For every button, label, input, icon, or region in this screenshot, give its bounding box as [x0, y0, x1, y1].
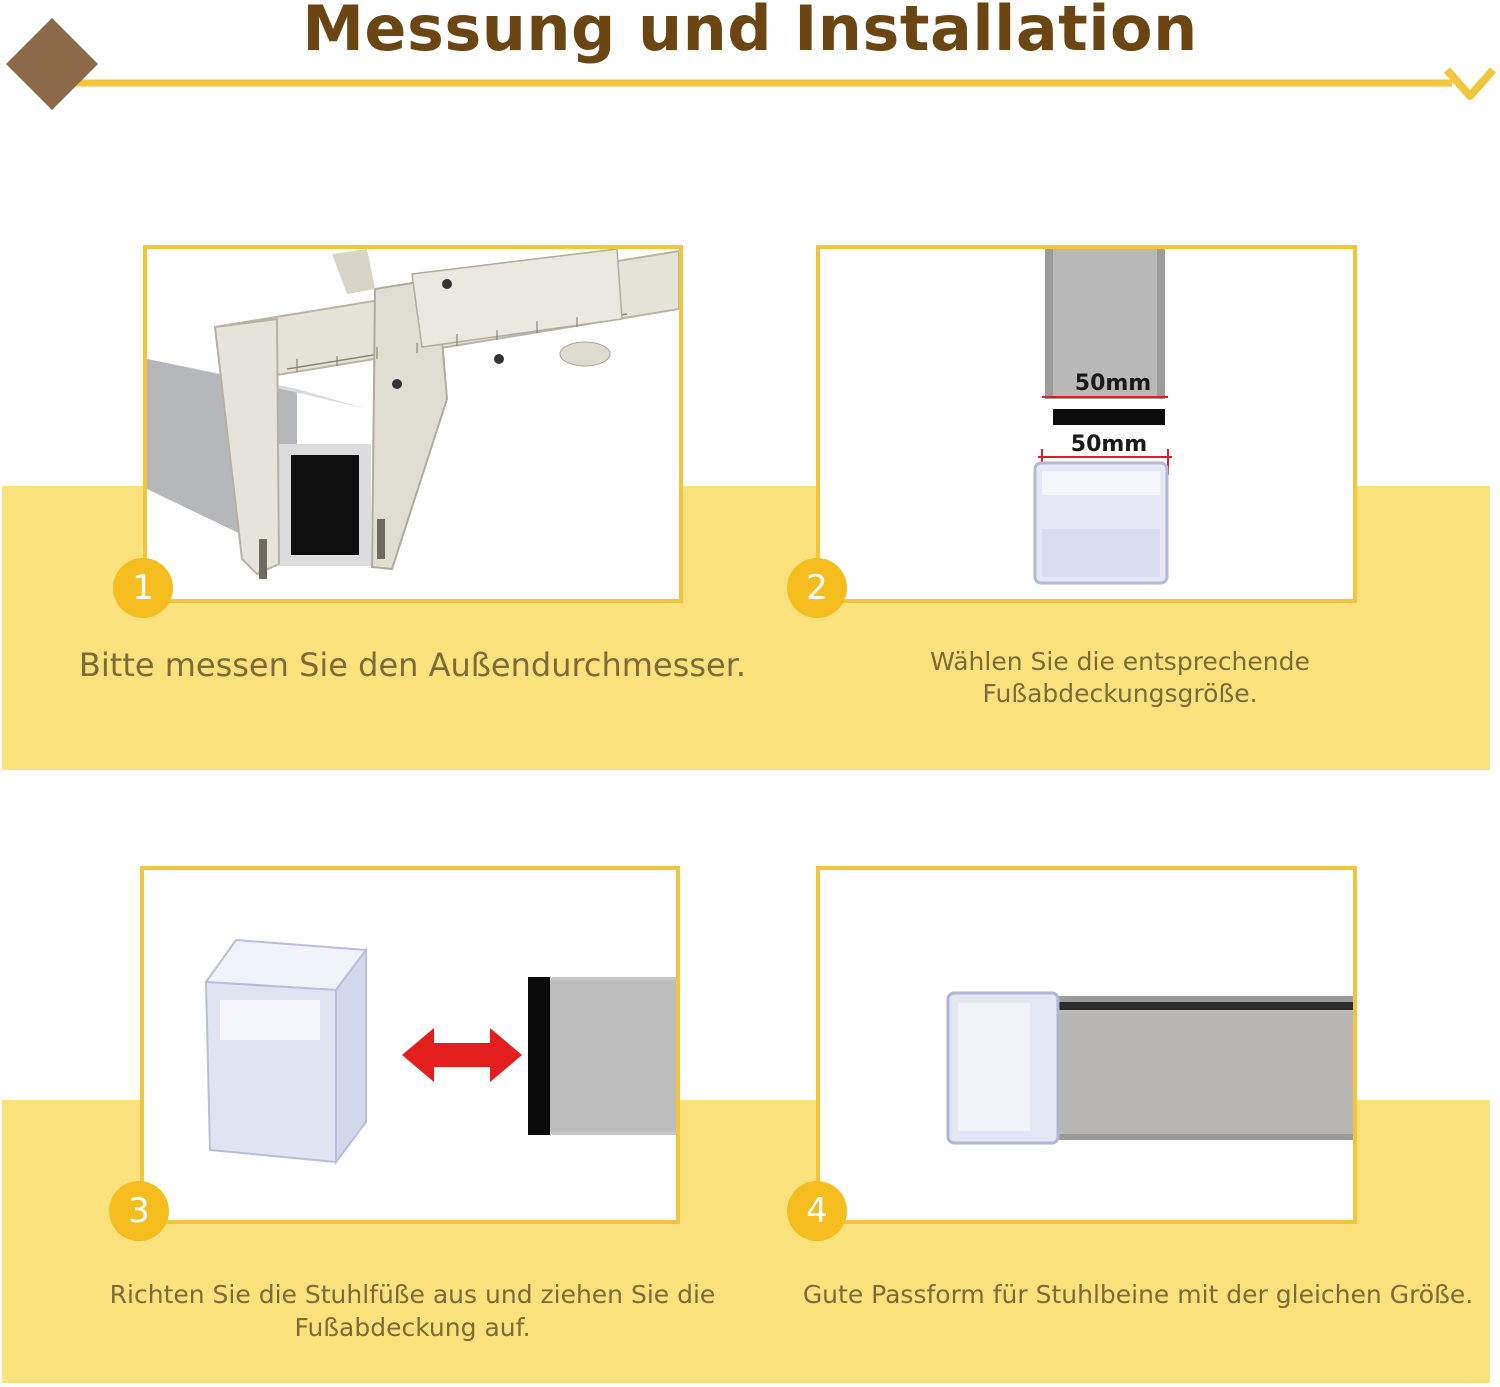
step-2-label-cap: 50mm — [1070, 432, 1148, 457]
step-1-badge: 1 — [113, 558, 173, 618]
double-arrow-icon — [402, 1028, 522, 1082]
step-2-badge: 2 — [787, 558, 847, 618]
step-4-badge: 4 — [787, 1181, 847, 1241]
diamond-icon — [6, 18, 98, 110]
step-3-image — [140, 866, 680, 1224]
step-1-image — [143, 245, 683, 603]
step-3-badge: 3 — [109, 1181, 169, 1241]
header-rule — [0, 0, 1500, 120]
step-4-image — [816, 866, 1357, 1224]
page-title: Messung und Installation — [302, 0, 1198, 65]
step-1-caption: Bitte messen Sie den Außendurchmesser. — [78, 646, 747, 684]
chevron-down-icon — [1444, 67, 1496, 100]
step-4-caption: Gute Passform für Stuhlbeine mit der gle… — [802, 1280, 1474, 1309]
step-2-label-tube: 50mm — [1074, 371, 1152, 396]
step-2-image — [816, 245, 1357, 603]
step-2-caption: Wählen Sie die entsprechende Fußabdeckun… — [930, 647, 1310, 708]
step-3-caption: Richten Sie die Stuhlfüße aus und ziehen… — [109, 1280, 716, 1342]
